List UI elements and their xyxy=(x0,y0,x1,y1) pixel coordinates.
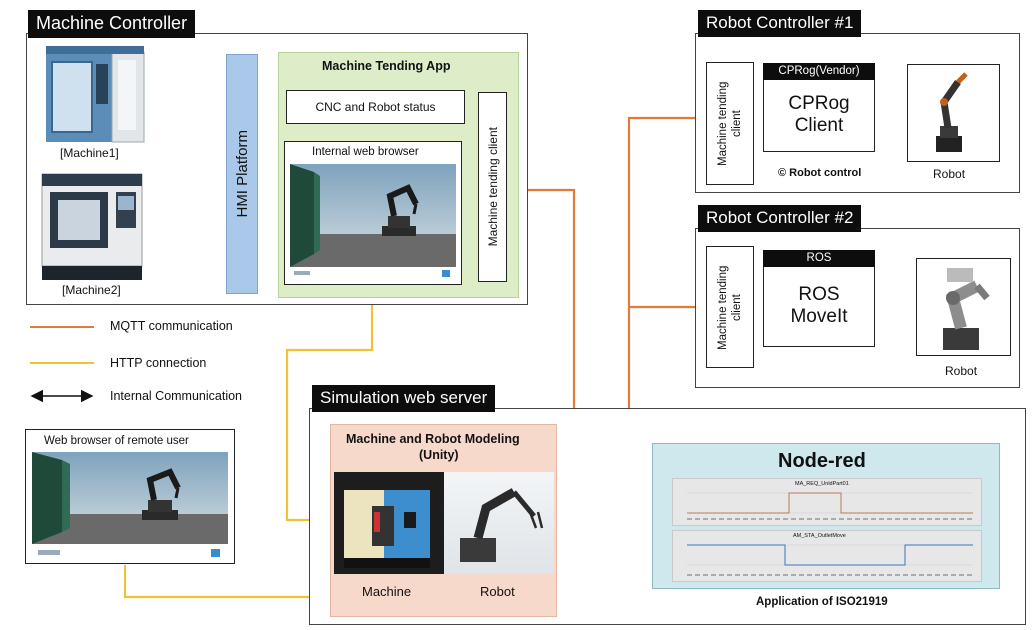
ros-vendor-tab: ROS xyxy=(763,250,875,267)
node-red-chart-1-title: MA_REQ_UnldPart01 xyxy=(795,481,849,487)
machine2-image xyxy=(38,170,146,282)
legend-internal-label: Internal Communication xyxy=(110,389,243,403)
node-red-caption: Application of ISO21919 xyxy=(756,596,888,608)
rc1-client-label: Machine tending client xyxy=(717,81,743,166)
http-line-remote xyxy=(123,565,330,599)
unity-robot-render xyxy=(444,472,554,574)
cprog-vendor-tab: CPRog(Vendor) xyxy=(763,63,875,80)
rc2-robot-label: Robot xyxy=(945,364,978,378)
machine-tending-app-title: Machine Tending App xyxy=(322,59,451,73)
hmi-platform-label: HMI Platform xyxy=(233,130,251,218)
ros-main-label: ROS MoveIt xyxy=(790,284,847,328)
node-red-chart-2-title: AM_STA_OutletMove xyxy=(793,533,846,539)
legend-mqtt-label: MQTT communication xyxy=(110,319,233,333)
simulation-server-title: Simulation web server xyxy=(312,385,496,412)
machine2-label: [Machine2] xyxy=(62,283,121,297)
legend-http-label: HTTP connection xyxy=(110,356,207,370)
ros-line2: MoveIt xyxy=(790,306,848,327)
internal-browser-viewport xyxy=(290,164,456,267)
internal-browser-footer xyxy=(290,268,456,280)
rc2-machine-tending-client: Machine tending client xyxy=(706,246,754,368)
remote-browser-footer xyxy=(32,546,228,560)
internal-web-browser-title: Internal web browser xyxy=(312,146,419,158)
modeling-title-line2: (Unity) xyxy=(419,448,459,462)
robot-controller-1-title: Robot Controller #1 xyxy=(698,10,862,37)
machine1-image xyxy=(44,46,146,144)
rc2-robot-image xyxy=(916,258,1011,356)
legend xyxy=(30,316,280,406)
machine-tending-client-mc: Machine tending client xyxy=(478,92,507,282)
hmi-platform: HMI Platform xyxy=(226,54,258,294)
rc1-robot-label: Robot xyxy=(933,167,966,181)
remote-browser-viewport xyxy=(32,452,228,544)
unity-machine-render xyxy=(334,472,444,574)
robot-control-note: © Robot control xyxy=(778,167,862,179)
machine-tending-client-mc-label: Machine tending client xyxy=(485,127,500,247)
cnc-robot-status-label: CNC and Robot status xyxy=(315,100,436,114)
rc2-client-label: Machine tending client xyxy=(717,264,743,350)
ros-line1: ROS xyxy=(798,284,840,305)
cprog-main-label: CPRog Client xyxy=(788,93,849,137)
robot-controller-2-title: Robot Controller #2 xyxy=(698,205,862,232)
cprog-line2: Client xyxy=(794,115,844,136)
rc1-robot-image xyxy=(907,64,1000,162)
rc1-machine-tending-client: Machine tending client xyxy=(706,62,754,185)
cnc-robot-status-box: CNC and Robot status xyxy=(286,90,465,124)
node-red-title: Node-red xyxy=(778,450,866,472)
machine-controller-title: Machine Controller xyxy=(28,10,196,38)
cprog-line1: CPRog xyxy=(788,93,850,114)
machine1-label: [Machine1] xyxy=(60,146,119,160)
node-red-chart-1: MA_REQ_UnldPart01 xyxy=(672,478,982,526)
node-red-chart-2: AM_STA_OutletMove xyxy=(672,530,982,582)
remote-browser-title: Web browser of remote user xyxy=(44,435,189,447)
unity-machine-label: Machine xyxy=(362,584,412,599)
modeling-title-line1: Machine and Robot Modeling xyxy=(346,432,520,446)
unity-robot-label: Robot xyxy=(480,584,515,599)
